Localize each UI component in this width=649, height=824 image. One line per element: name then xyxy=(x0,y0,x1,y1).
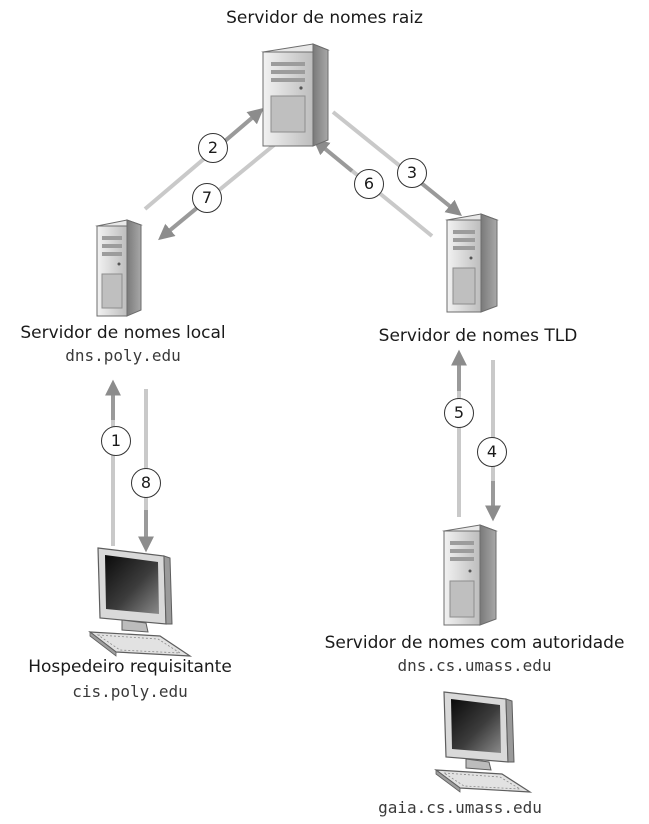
step-5: 5 xyxy=(444,398,474,428)
arrows xyxy=(105,107,501,553)
arrow-step-6-head xyxy=(313,138,354,173)
step-6: 6 xyxy=(354,169,384,199)
target-host-address: gaia.cs.umass.edu xyxy=(378,798,542,817)
computer-icon-requesting xyxy=(88,547,193,657)
arrow-step-2-head xyxy=(223,107,264,143)
requesting-host-label: Hospedeiro requisitante xyxy=(28,657,232,677)
arrow-step-7-head xyxy=(158,205,200,241)
local-server-label: Servidor de nomes local xyxy=(20,323,226,343)
server-icon-authoritative xyxy=(442,524,498,626)
step-1: 1 xyxy=(101,426,131,456)
step-7: 7 xyxy=(192,183,222,213)
authoritative-server-host: dns.cs.umass.edu xyxy=(397,656,552,675)
server-icon-local xyxy=(95,219,143,317)
requesting-host-address: cis.poly.edu xyxy=(72,682,188,701)
server-icon-tld xyxy=(445,213,499,313)
local-server-host: dns.poly.edu xyxy=(65,346,181,365)
server-icon-root xyxy=(261,43,330,147)
step-3: 3 xyxy=(397,158,427,188)
step-2: 2 xyxy=(198,133,228,163)
tld-server-label: Servidor de nomes TLD xyxy=(378,326,578,346)
root-server-label: Servidor de nomes raiz xyxy=(226,8,423,28)
computer-icon-target xyxy=(434,691,533,793)
arrow-step-3-head xyxy=(418,180,462,217)
step-8: 8 xyxy=(131,468,161,498)
authoritative-server-label: Servidor de nomes com autoridade xyxy=(324,633,625,653)
step-4: 4 xyxy=(477,437,507,467)
